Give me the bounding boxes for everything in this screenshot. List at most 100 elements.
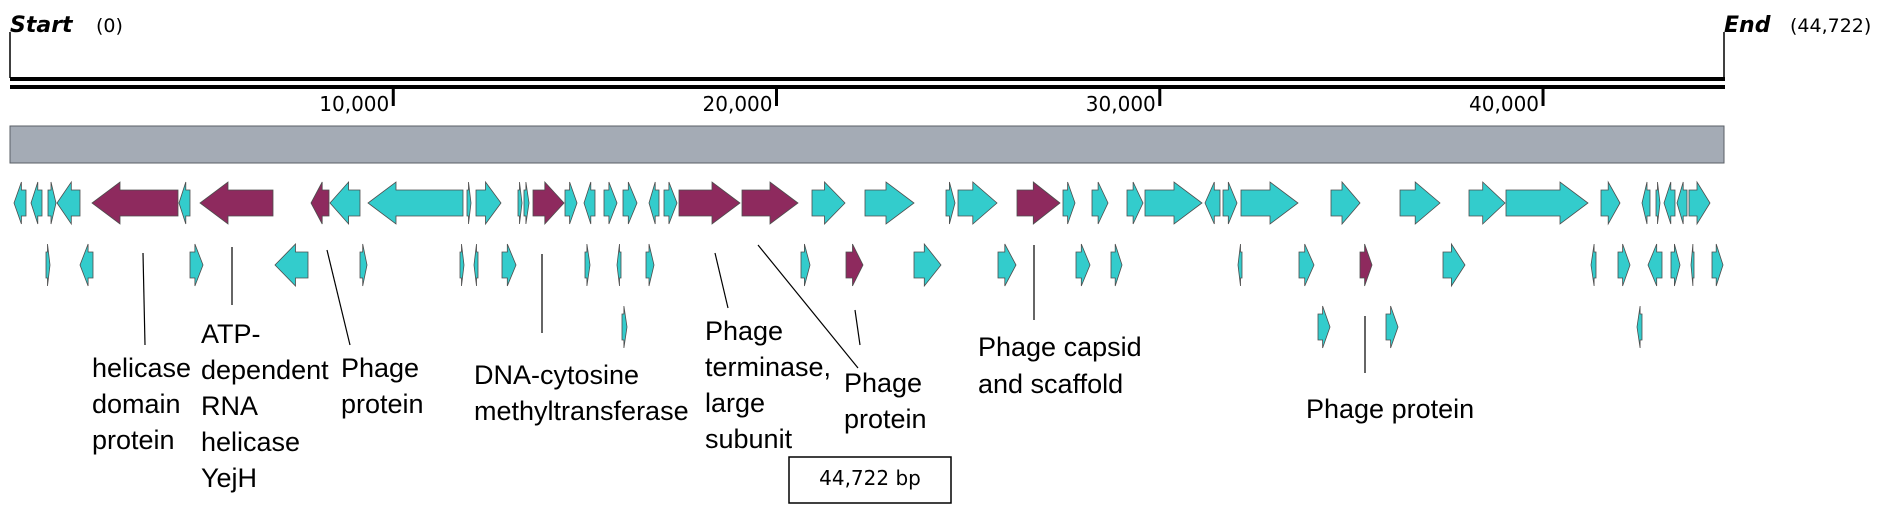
gene-arrow[interactable] bbox=[359, 243, 368, 287]
gene-arrow[interactable] bbox=[1237, 243, 1243, 287]
gene-arrow[interactable] bbox=[30, 181, 43, 225]
label-leader-lines bbox=[142, 244, 1366, 373]
ruler-line-bottom bbox=[10, 85, 1725, 89]
leader-line bbox=[714, 252, 729, 309]
gene-arrow[interactable] bbox=[517, 181, 523, 225]
gene-arrow[interactable] bbox=[367, 181, 464, 225]
gene-arrow[interactable] bbox=[1690, 243, 1695, 287]
gene-arrow[interactable] bbox=[501, 243, 517, 287]
end-label: End bbox=[1724, 13, 1771, 38]
gene-arrow[interactable] bbox=[466, 181, 472, 225]
gene-arrow[interactable] bbox=[1204, 181, 1221, 225]
gene-arrow[interactable] bbox=[47, 181, 57, 225]
annotation-phage-capsid-and-scaffold: Phage capsid and scaffold bbox=[978, 332, 1149, 399]
gene-arrow-annotated[interactable] bbox=[199, 181, 274, 225]
leader-line bbox=[142, 252, 146, 346]
gene-arrow[interactable] bbox=[603, 181, 618, 225]
gene-arrow[interactable] bbox=[1385, 305, 1399, 349]
gene-arrow[interactable] bbox=[1062, 181, 1076, 225]
gene-arrow-annotated[interactable] bbox=[845, 243, 864, 287]
gene-arrow[interactable] bbox=[1330, 180, 1361, 226]
gene-arrow[interactable] bbox=[864, 181, 915, 225]
leader-line bbox=[854, 309, 861, 346]
gene-arrow[interactable] bbox=[621, 305, 628, 349]
gene-arrow[interactable] bbox=[56, 180, 81, 226]
start-value: (0) bbox=[96, 15, 123, 37]
gene-arrow[interactable] bbox=[1688, 180, 1711, 226]
gene-arrow[interactable] bbox=[1240, 181, 1299, 225]
gene-arrow[interactable] bbox=[475, 180, 502, 226]
gene-arrow[interactable] bbox=[1126, 181, 1144, 225]
gene-arrow[interactable] bbox=[1399, 181, 1441, 225]
gene-arrow[interactable] bbox=[274, 243, 309, 287]
end-value: (44,722) bbox=[1790, 15, 1871, 37]
gene-arrow[interactable] bbox=[1641, 181, 1651, 225]
start-label: Start bbox=[10, 13, 74, 38]
gene-arrow[interactable] bbox=[13, 181, 27, 225]
annotation-dna-cytosine-methyltransferase: DNA-cytosine methyltransferase bbox=[474, 360, 689, 426]
gene-arrow[interactable] bbox=[1636, 305, 1643, 349]
gene-arrow[interactable] bbox=[189, 243, 204, 287]
gene-arrow[interactable] bbox=[584, 243, 591, 287]
gene-arrow[interactable] bbox=[1317, 305, 1331, 349]
leader-line bbox=[326, 249, 351, 346]
gene-arrow[interactable] bbox=[1505, 181, 1589, 225]
annotation-atp-dependent-rna-helicase-yejh: ATP- dependent RNA helicase YejH bbox=[201, 319, 336, 493]
length-label: 44,722 bp bbox=[819, 466, 921, 490]
gene-arrow-annotated[interactable] bbox=[310, 181, 330, 225]
gene-arrow[interactable] bbox=[1711, 243, 1724, 287]
ruler-tick-label: 10,000 bbox=[319, 92, 389, 116]
gene-arrow[interactable] bbox=[1222, 181, 1238, 225]
feature-arrows bbox=[13, 180, 1724, 349]
gene-arrow[interactable] bbox=[1590, 243, 1597, 287]
gene-arrow[interactable] bbox=[45, 243, 51, 287]
gene-arrow[interactable] bbox=[1670, 243, 1681, 287]
annotation-phage-terminase-large-subunit: Phage terminase, large subunit bbox=[705, 316, 839, 454]
gene-arrow[interactable] bbox=[79, 243, 94, 287]
gene-arrow-annotated[interactable] bbox=[532, 180, 565, 226]
gene-arrow[interactable] bbox=[663, 181, 678, 225]
gene-arrow[interactable] bbox=[913, 242, 942, 288]
gene-arrow[interactable] bbox=[1110, 243, 1123, 287]
gene-arrow[interactable] bbox=[1647, 243, 1663, 287]
gene-arrow-annotated[interactable] bbox=[741, 181, 799, 225]
annotation-phage-protein-3: Phage protein bbox=[1306, 394, 1474, 424]
gene-arrow-annotated[interactable] bbox=[91, 181, 179, 225]
ruler-tick-label: 40,000 bbox=[1469, 92, 1539, 116]
annotation-phage-protein-1: Phage protein bbox=[341, 353, 427, 419]
gene-arrow[interactable] bbox=[1655, 181, 1661, 225]
gene-arrow[interactable] bbox=[1442, 242, 1466, 288]
length-box bbox=[788, 456, 952, 504]
gene-arrow[interactable] bbox=[473, 243, 479, 287]
gene-arrow[interactable] bbox=[1468, 181, 1506, 225]
gene-arrow[interactable] bbox=[329, 180, 361, 226]
gene-arrow[interactable] bbox=[1144, 181, 1203, 225]
gene-arrow[interactable] bbox=[957, 181, 998, 225]
gene-arrow[interactable] bbox=[523, 181, 530, 225]
gene-arrow[interactable] bbox=[622, 181, 638, 225]
leader-line bbox=[757, 244, 859, 369]
gene-arrow[interactable] bbox=[945, 181, 956, 225]
gene-arrow[interactable] bbox=[648, 181, 660, 225]
gene-arrow[interactable] bbox=[645, 243, 655, 287]
gene-arrow-annotated[interactable] bbox=[1359, 243, 1373, 287]
gene-arrow[interactable] bbox=[1676, 181, 1688, 225]
gene-arrow[interactable] bbox=[997, 243, 1017, 287]
gene-arrow[interactable] bbox=[1617, 243, 1631, 287]
gene-arrow[interactable] bbox=[459, 243, 465, 287]
gene-arrow-annotated[interactable] bbox=[678, 181, 741, 225]
gene-arrow-annotated[interactable] bbox=[1016, 181, 1061, 225]
gene-arrow[interactable] bbox=[583, 181, 596, 225]
ruler-tick-label: 30,000 bbox=[1086, 92, 1156, 116]
gene-arrow[interactable] bbox=[564, 181, 578, 225]
gene-arrow[interactable] bbox=[1663, 181, 1676, 225]
gene-arrow[interactable] bbox=[800, 243, 811, 287]
gene-arrow[interactable] bbox=[1091, 181, 1109, 225]
gene-arrow[interactable] bbox=[811, 181, 846, 225]
gene-arrow[interactable] bbox=[616, 243, 622, 287]
gene-arrow[interactable] bbox=[1298, 243, 1315, 287]
gene-arrow[interactable] bbox=[1600, 180, 1621, 226]
gene-arrow[interactable] bbox=[1075, 243, 1091, 287]
gene-arrow[interactable] bbox=[178, 181, 191, 225]
